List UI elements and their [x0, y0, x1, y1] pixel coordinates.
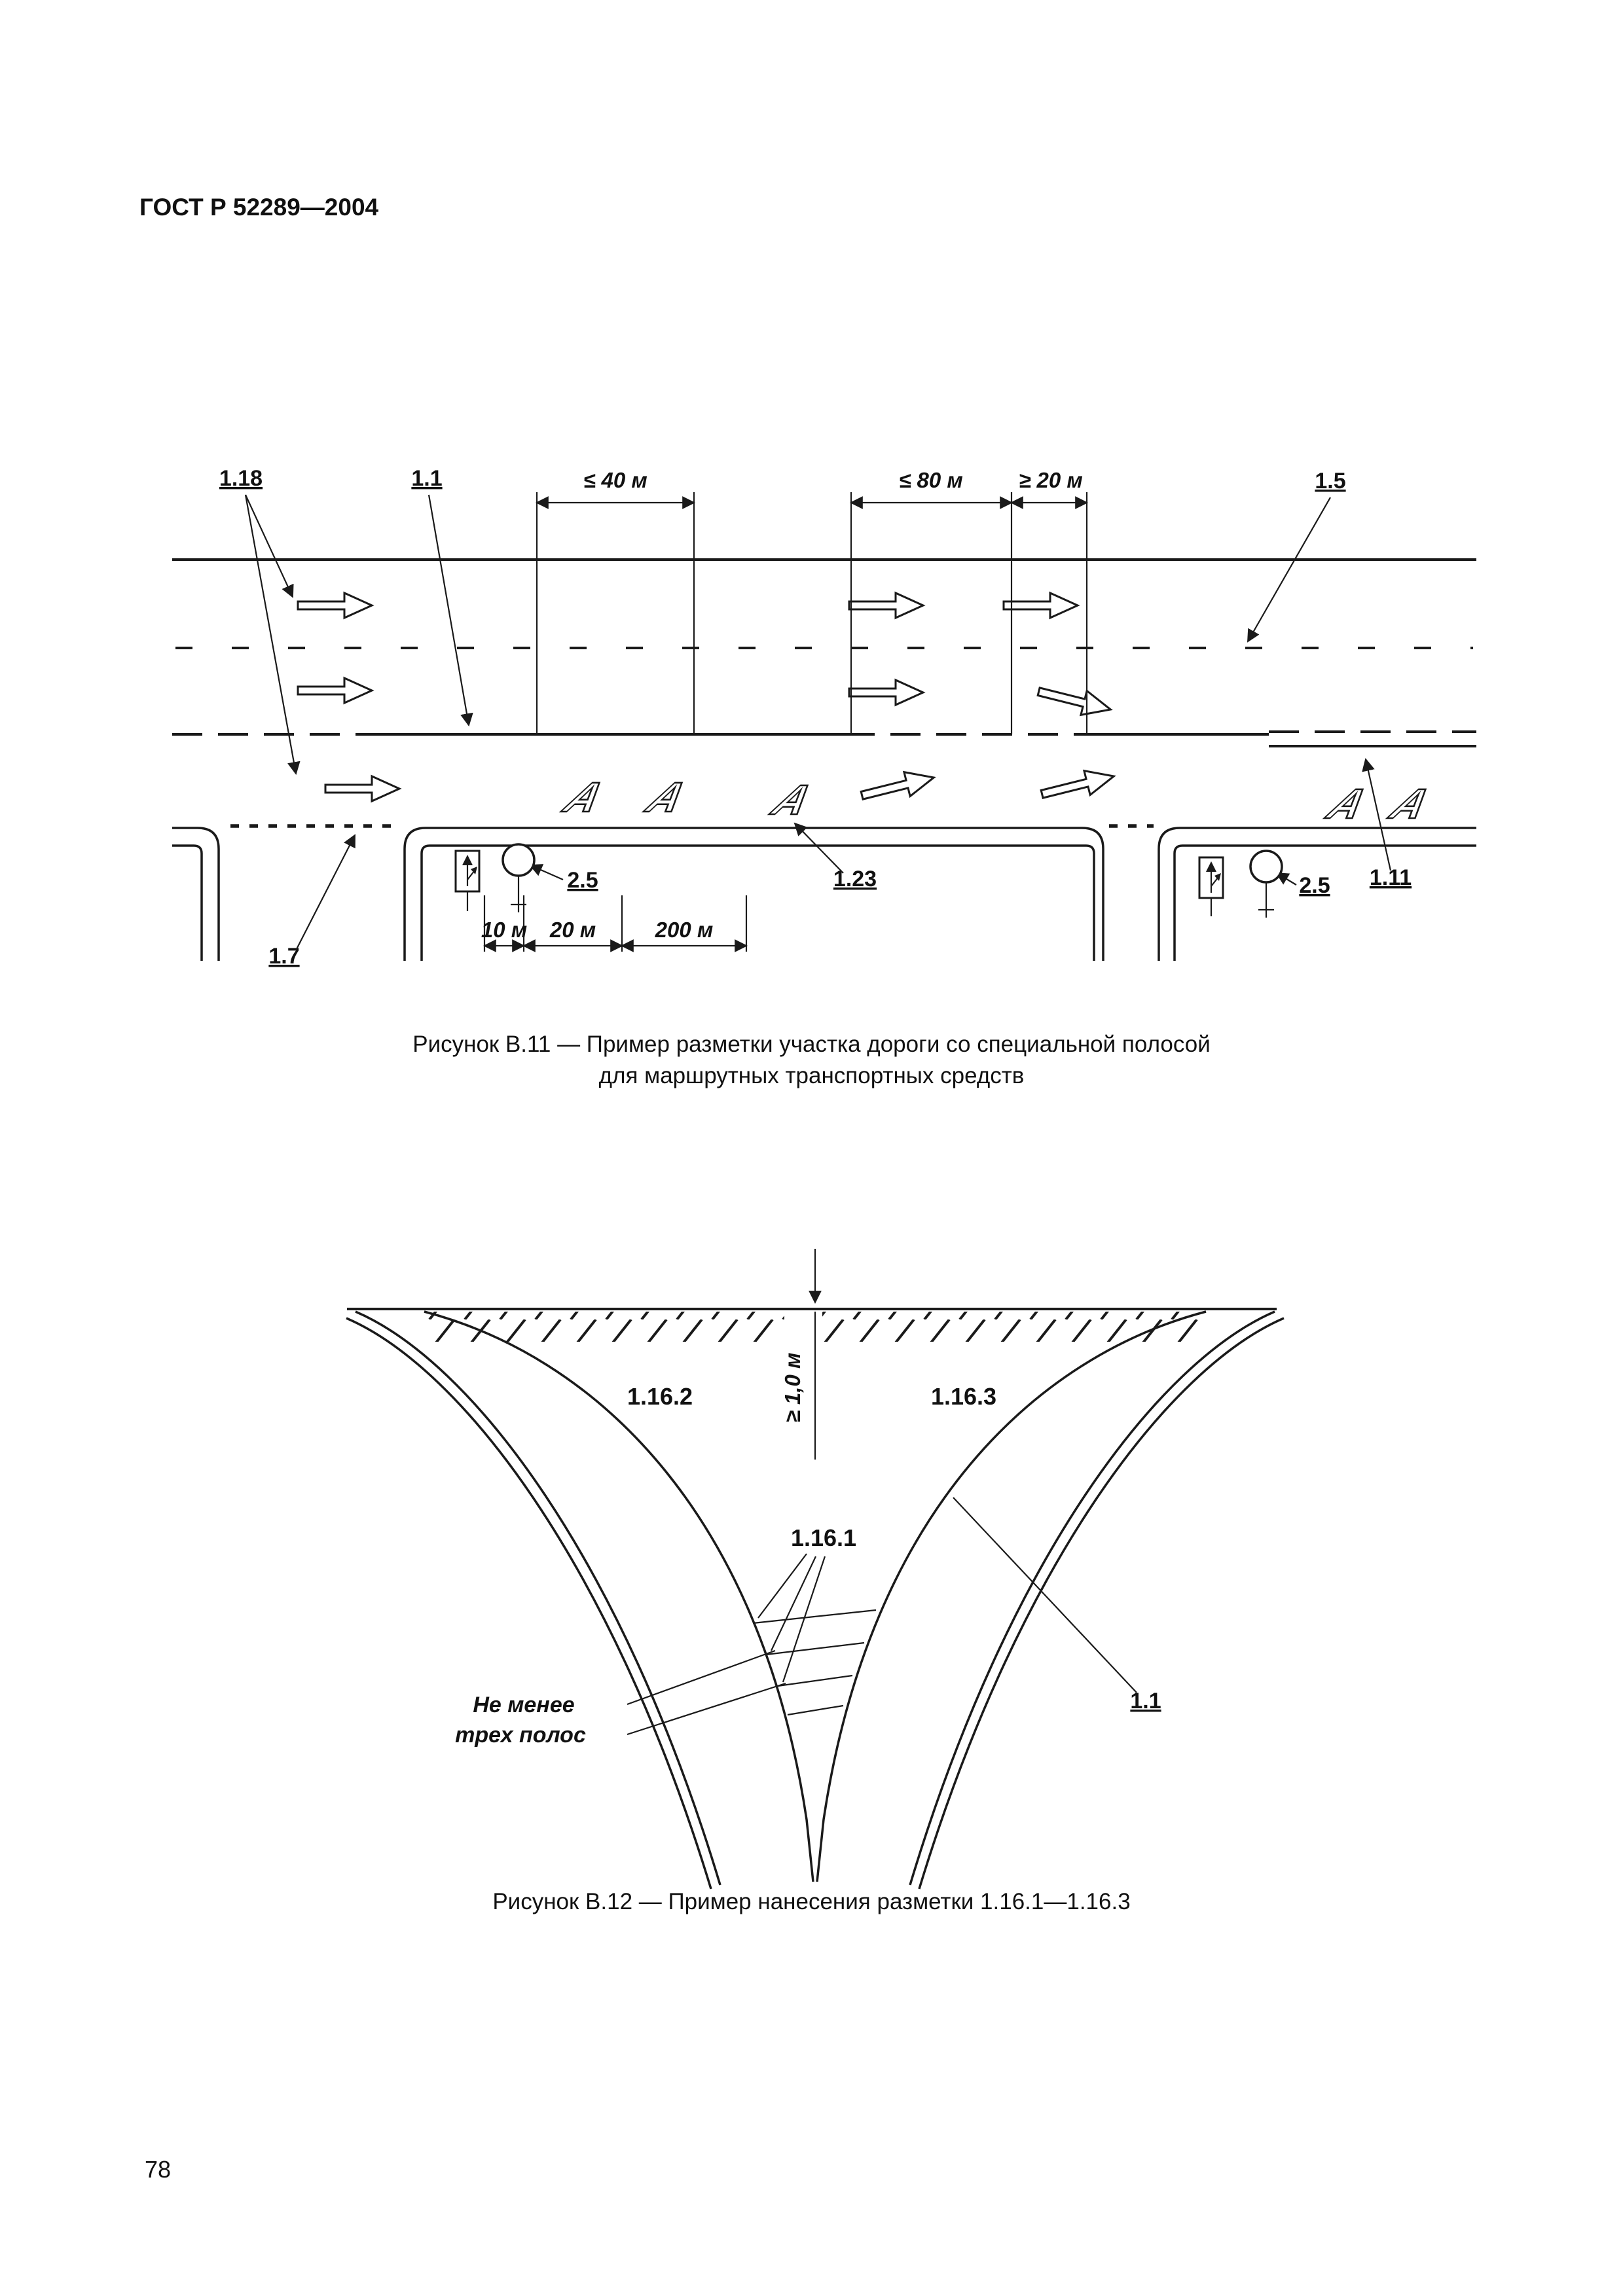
dimension-20m-b: 20 м: [549, 918, 596, 942]
lane-arrow-icon: [848, 679, 924, 706]
lane-arrow-icon: [848, 592, 924, 619]
figure-b12-callouts: 1.16.2 1.16.3 1.16.1 Не менее трех полос…: [455, 1383, 1161, 1748]
callout-1-16-1: 1.16.1: [791, 1524, 856, 1551]
merge-arrow-icon: [858, 764, 938, 809]
bus-stop-sign-icon: [1249, 850, 1283, 918]
bus-lane-letters: А А А А А: [552, 774, 1444, 829]
island-1-16-2-hatching: [426, 1312, 784, 1342]
callout-1-16-3: 1.16.3: [931, 1383, 996, 1410]
lane-arrow-icon: [324, 775, 401, 802]
vertical-dimension: ≥ 1,0 м: [780, 1249, 822, 1460]
marking-1-1-line: [816, 1310, 1207, 1882]
bus-stop-sign-icon: [501, 843, 536, 912]
lane-arrows: [297, 592, 1118, 809]
lane-arrow-icon: [1002, 592, 1079, 619]
dimension-20m: ≥ 20 м: [1019, 468, 1083, 492]
bus-lane-letter: А: [1317, 781, 1381, 827]
dimension-40m: ≤ 40 м: [583, 468, 647, 492]
island-1-16-1-stripe: [777, 1674, 853, 1687]
lane-direction-sign-icon: [454, 850, 481, 911]
page-header: ГОСТ Р 52289—2004: [139, 194, 379, 221]
bus-lane-letter: А: [553, 774, 617, 821]
island-1-16-3-hatching: [822, 1312, 1205, 1342]
figure-b11-caption: Рисунок В.11 — Пример разметки участка д…: [0, 1029, 1623, 1092]
hatched-islands: [426, 1312, 1205, 1716]
callout-1-1-b12: 1.1: [1130, 1689, 1161, 1713]
callouts: 1.18 1.1 1.5 2.5 1.23 1.11 2.5 1.7: [219, 466, 1412, 969]
island-1-16-1-stripe: [787, 1704, 844, 1716]
merge-arrow-icon: [1038, 763, 1118, 808]
figure-b12-caption: Рисунок В.12 — Пример нанесения разметки…: [492, 1889, 1131, 1914]
callout-1-7: 1.7: [268, 944, 299, 969]
figure-b11-diagram: А А А А А ≤ 40 м ≤ 80 м ≥ 20 м 1.18 1.1: [172, 466, 1476, 969]
callout-1-1: 1.1: [411, 466, 442, 491]
figure-b11-caption-line2: для маршрутных транспортных средств: [598, 1063, 1025, 1088]
bus-lane-letter: А: [636, 774, 700, 821]
island-1-16-1-stripe: [765, 1641, 865, 1656]
lane-arrow-icon: [297, 677, 373, 704]
bus-lane-letter: А: [761, 777, 826, 823]
callout-1-18: 1.18: [219, 466, 263, 491]
lane-direction-sign-icon: [1198, 856, 1224, 916]
callout-2-5-left: 2.5: [567, 868, 598, 893]
dimension-1-0m: ≥ 1,0 м: [780, 1353, 805, 1423]
figure-b12-diagram: ≥ 1,0 м 1.16.2 1.16.3 1.16.1 Не менее тр…: [346, 1249, 1285, 1890]
callout-1-16-2: 1.16.2: [627, 1383, 693, 1410]
figure-b11-caption-line1: Рисунок В.11 — Пример разметки участка д…: [412, 1031, 1211, 1057]
road-signs: [454, 843, 1283, 918]
kerbs-and-side-streets: [172, 824, 1476, 961]
dimension-200m: 200 м: [655, 918, 714, 942]
bottom-dimensions: 10 м 20 м 200 м: [481, 895, 748, 952]
note-line1: Не менее: [473, 1693, 574, 1717]
bus-lane-letter: А: [1379, 781, 1444, 827]
road-edges: [172, 558, 1476, 747]
callout-1-5: 1.5: [1315, 469, 1345, 493]
dimension-80m: ≤ 80 м: [899, 468, 963, 492]
lane-arrow-icon: [297, 592, 373, 619]
top-dimensions: ≤ 40 м ≤ 80 м ≥ 20 м: [536, 468, 1088, 734]
note-line2: трех полос: [455, 1723, 586, 1748]
page-number: 78: [145, 2156, 172, 2183]
marking-1-1-line: [424, 1310, 814, 1882]
callout-2-5-right: 2.5: [1299, 873, 1330, 898]
island-1-16-1-stripe: [752, 1609, 877, 1624]
dimension-10m: 10 м: [481, 918, 527, 942]
merge-arrow-icon: [1034, 678, 1115, 723]
